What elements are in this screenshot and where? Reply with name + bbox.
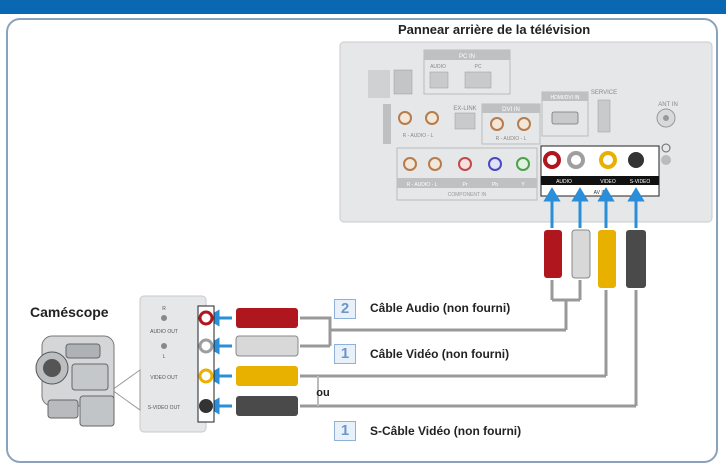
component-y-label: Y bbox=[521, 182, 525, 188]
tv-back-panel: PC IN AUDIO PC R - AUDIO - L EX-LINK DVI… bbox=[339, 41, 713, 223]
tv-audio-rl-label: R - AUDIO - L bbox=[403, 133, 434, 139]
cam-r-label: R bbox=[162, 306, 166, 312]
camcorder-panel: R AUDIO OUT L VIDEO OUT S-VIDEO OUT bbox=[139, 295, 215, 433]
component-pb-label: Pb bbox=[492, 182, 498, 188]
dvi-audio-label: R - AUDIO - L bbox=[496, 136, 527, 142]
cam-video-out-label: VIDEO OUT bbox=[150, 375, 178, 381]
pc-in-label: PC IN bbox=[459, 54, 475, 60]
av-video-label: VIDEO bbox=[600, 179, 616, 185]
camcorder-title: Caméscope bbox=[30, 304, 109, 320]
ant-in-label: ANT IN bbox=[658, 102, 678, 108]
av-svideo-label: S-VIDEO bbox=[630, 179, 651, 185]
hdmi-label: HDMI/DVI IN bbox=[551, 95, 580, 101]
cable-label-audio: Câble Audio (non fourni) bbox=[370, 301, 511, 315]
cam-l-label: L bbox=[163, 354, 166, 360]
pc-label: PC bbox=[475, 64, 482, 70]
or-label: ou bbox=[316, 387, 329, 399]
tv-white-plug bbox=[571, 229, 591, 279]
component-audio-label: R - AUDIO - L bbox=[407, 182, 438, 188]
horizontal-cables bbox=[300, 316, 636, 408]
component-in-label: COMPONENT IN bbox=[448, 192, 487, 198]
camcorder-icon bbox=[35, 335, 115, 427]
cable-number-video: 1 bbox=[334, 344, 356, 364]
pc-audio-label: AUDIO bbox=[430, 64, 446, 70]
dvi-in-label: DVI IN bbox=[502, 107, 520, 113]
tv-panel-title: Pannear arrière de la télévision bbox=[398, 22, 591, 37]
cable-label-video: Câble Vidéo (non fourni) bbox=[370, 347, 510, 361]
component-pr-label: Pr bbox=[463, 182, 468, 188]
camcorder-side-plugs bbox=[205, 308, 299, 416]
tv-svideo-plug bbox=[626, 230, 646, 288]
ex-link-label: EX-LINK bbox=[453, 106, 476, 112]
cable-number-audio: 2 bbox=[334, 299, 356, 319]
cable-label-svideo: S-Câble Vidéo (non fourni) bbox=[370, 424, 522, 438]
cam-audio-out-label: AUDIO OUT bbox=[150, 329, 178, 335]
cam-svideo-out-label: S-VIDEO OUT bbox=[148, 405, 181, 411]
service-label: SERVICE bbox=[591, 90, 617, 96]
top-accent-bar bbox=[0, 0, 726, 14]
cable-number-svideo: 1 bbox=[334, 421, 356, 441]
tv-red-plug bbox=[544, 230, 562, 278]
av-audio-label: AUDIO bbox=[556, 179, 572, 185]
callout-arrow bbox=[111, 369, 141, 411]
tv-side-cables bbox=[543, 187, 646, 406]
tv-yellow-plug bbox=[598, 230, 616, 288]
av-in-label: AV IN bbox=[594, 190, 607, 196]
